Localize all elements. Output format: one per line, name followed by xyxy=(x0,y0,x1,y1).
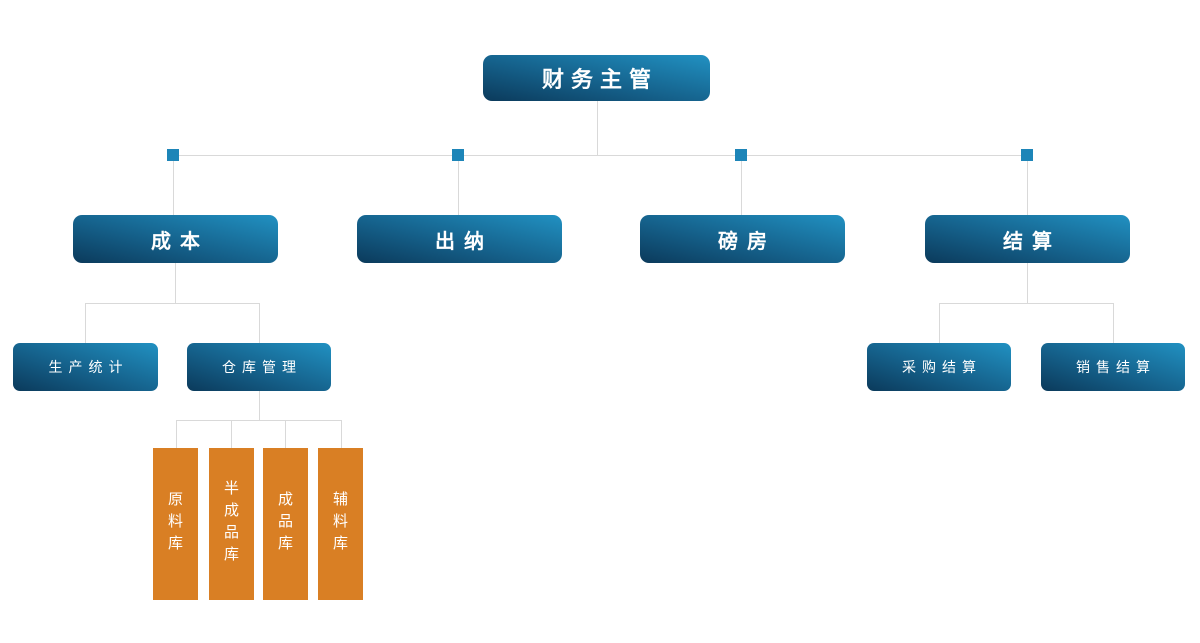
node-semi-finished-warehouse: 半成品库 xyxy=(209,448,254,600)
connector-drop-cashier xyxy=(458,161,459,215)
connector-drop-settlement xyxy=(1027,161,1028,215)
connector-drop-cost xyxy=(173,161,174,215)
connector-drop-raw-material xyxy=(176,420,177,448)
node-settlement: 结算 xyxy=(925,215,1130,263)
node-auxiliary-material-warehouse: 辅料库 xyxy=(318,448,363,600)
connector-drop-purchase-settlement xyxy=(939,303,940,343)
connector-settlement-stem xyxy=(1027,263,1028,303)
connector-square-settlement xyxy=(1021,149,1033,161)
node-label: 辅料库 xyxy=(331,491,349,557)
node-cost: 成本 xyxy=(73,215,278,263)
connector-square-weighbridge xyxy=(735,149,747,161)
connector-drop-sales-settlement xyxy=(1113,303,1114,343)
connector-settlement-hline xyxy=(939,303,1113,304)
connector-cost-stem xyxy=(175,263,176,303)
connector-drop-production-stats xyxy=(85,303,86,343)
connector-square-cashier xyxy=(452,149,464,161)
connector-cost-hline xyxy=(85,303,259,304)
node-sales-settlement: 销售结算 xyxy=(1041,343,1185,391)
node-weighbridge: 磅房 xyxy=(640,215,845,263)
node-raw-material-warehouse: 原料库 xyxy=(153,448,198,600)
node-cashier: 出纳 xyxy=(357,215,562,263)
connector-main-hline xyxy=(173,155,1028,156)
connector-square-cost xyxy=(167,149,179,161)
node-label: 成品库 xyxy=(276,491,294,557)
node-production-stats: 生产统计 xyxy=(13,343,158,391)
node-label: 半成品库 xyxy=(222,480,240,568)
node-purchase-settlement: 采购结算 xyxy=(867,343,1011,391)
connector-root-drop xyxy=(597,101,598,155)
node-warehouse-mgmt: 仓库管理 xyxy=(187,343,331,391)
connector-drop-finished-goods xyxy=(285,420,286,448)
connector-warehouse-hline xyxy=(176,420,341,421)
connector-drop-auxiliary-material xyxy=(341,420,342,448)
connector-drop-warehouse-mgmt xyxy=(259,303,260,343)
node-finance-director: 财务主管 xyxy=(483,55,710,101)
connector-warehouse-stem xyxy=(259,391,260,420)
connector-drop-semi-finished xyxy=(231,420,232,448)
connector-drop-weighbridge xyxy=(741,161,742,215)
node-finished-goods-warehouse: 成品库 xyxy=(263,448,308,600)
node-label: 原料库 xyxy=(166,491,184,557)
